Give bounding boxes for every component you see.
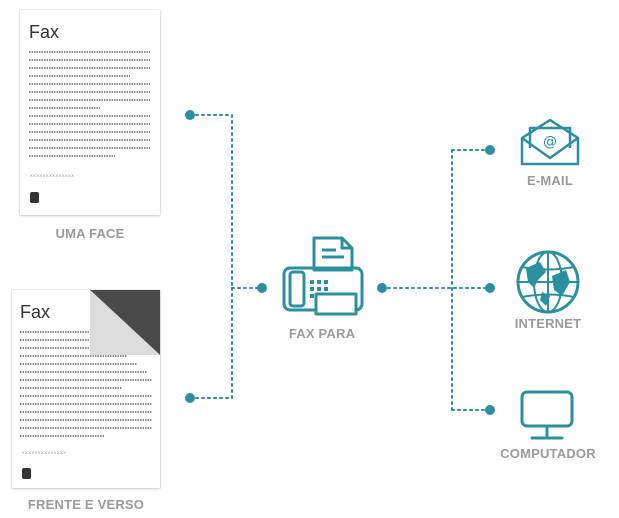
connector-left-top (189, 114, 233, 289)
label-fax-to: FAX PARA (288, 326, 356, 341)
label-email: E-MAIL (527, 173, 573, 188)
document-title: Fax (29, 22, 60, 42)
document-text-lines (29, 51, 150, 203)
document-text-lines (20, 290, 160, 479)
connector-left-bottom (189, 287, 233, 399)
dot-left-top (185, 110, 195, 120)
document-signature: XXXXXXXXXXXXXX (30, 173, 75, 178)
dot-internet (485, 283, 495, 293)
document-signature: XXXXXXXXXXXXXX (22, 450, 67, 455)
label-internet: INTERNET (514, 316, 582, 331)
dot-left-bottom (185, 393, 195, 403)
document-title: Fax (20, 302, 51, 322)
dot-left-fax (257, 283, 267, 293)
dot-fax-right (377, 283, 387, 293)
label-computer: COMPUTADOR (500, 446, 596, 461)
document-double-sided: Fax XXXXXXXXXXXXXX (12, 290, 160, 488)
label-double-sided: FRENTE E VERSO (27, 497, 145, 512)
dot-email (485, 145, 495, 155)
label-single-sided: UMA FACE (55, 226, 125, 241)
svg-text:@: @ (543, 134, 557, 150)
document-single-sided: Fax XXXXXXXXXXXXXX (20, 10, 160, 215)
dot-computer (485, 405, 495, 415)
